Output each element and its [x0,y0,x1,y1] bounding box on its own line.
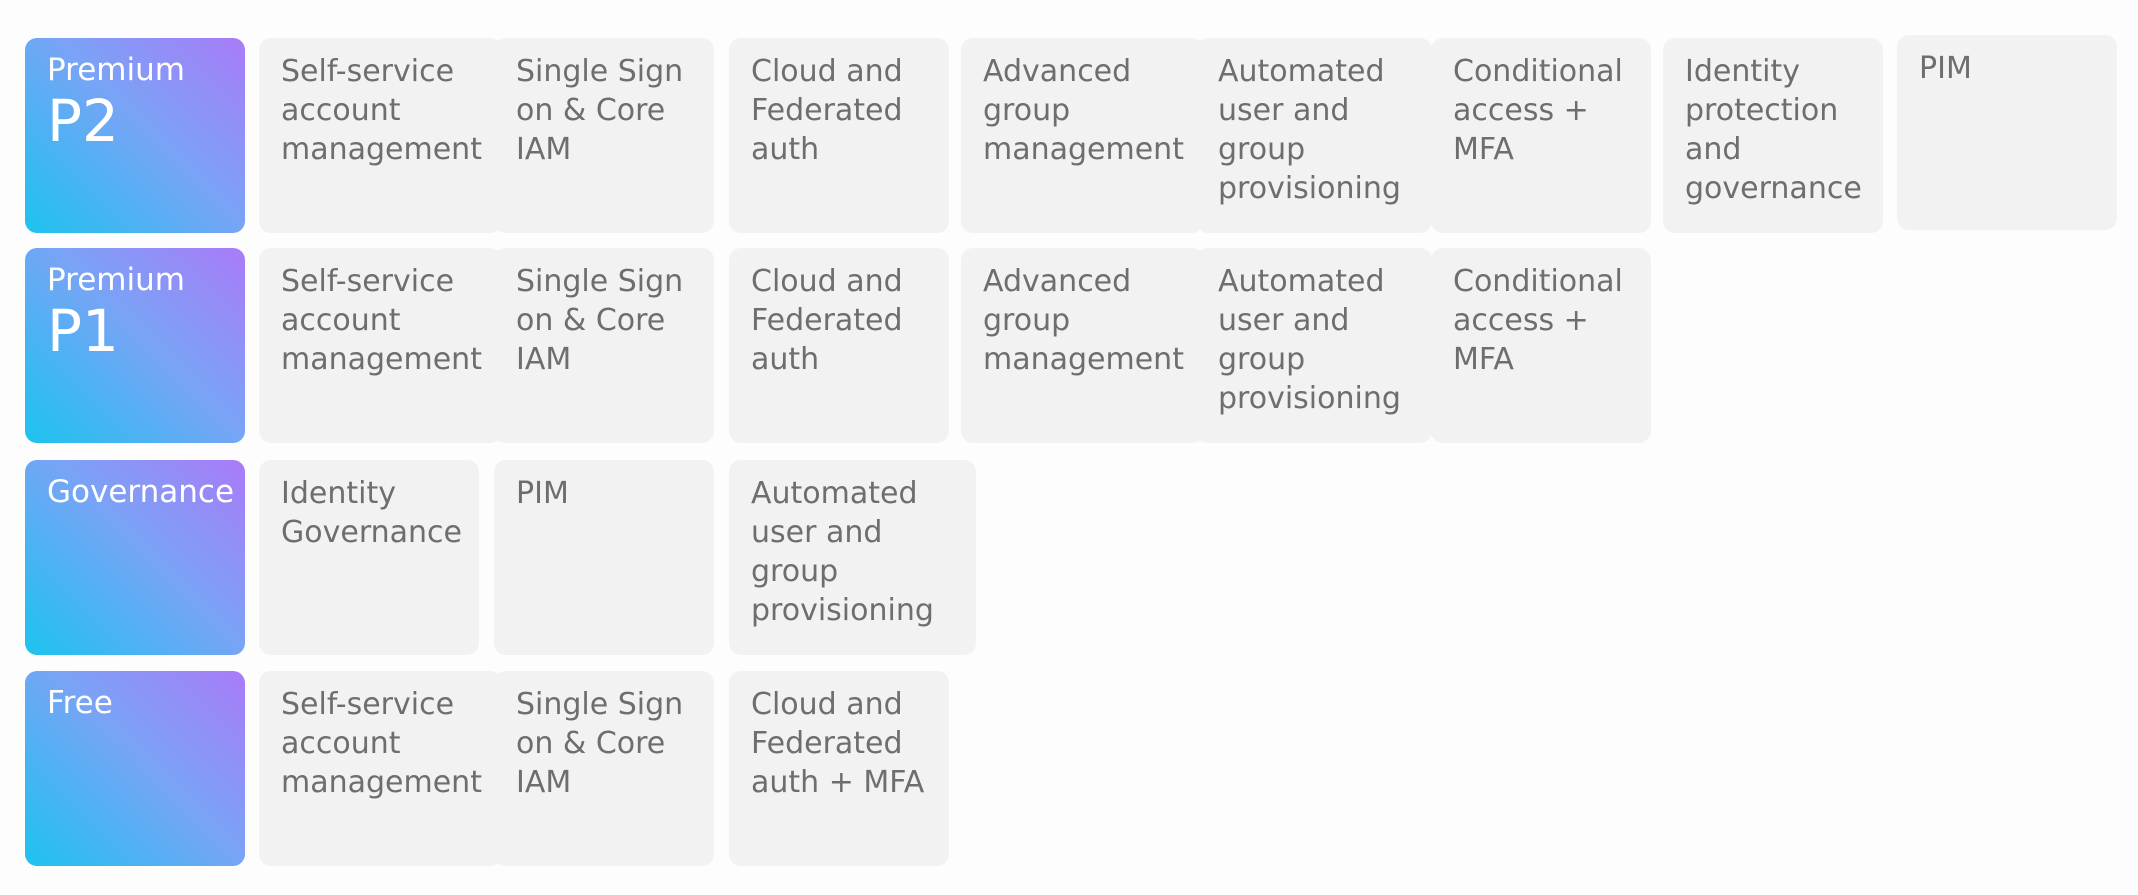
feature-self-service-account-management: Self-service account management [259,248,502,443]
feature-cloud-federated-auth-mfa: Cloud and Federated auth + MFA [729,671,949,866]
tier-name: Premium [47,262,185,298]
tier-level: P2 [47,87,119,155]
tier-name: Premium [47,52,185,88]
feature-cloud-federated-auth: Cloud and Federated auth [729,38,949,233]
tier-premium-p2: Premium P2 [25,38,245,233]
feature-identity-governance: Identity Governance [259,460,479,655]
feature-single-sign-on-core-iam: Single Sign on & Core IAM [494,38,714,233]
feature-pim: PIM [494,460,714,655]
feature-self-service-account-management: Self-service account management [259,671,502,866]
tier-name: Governance [47,474,235,510]
feature-self-service-account-management: Self-service account management [259,38,502,233]
feature-identity-protection-governance: Identity protection and governance [1663,38,1883,233]
feature-advanced-group-management: Advanced group management [961,38,1204,233]
tier-free: Free [25,671,245,866]
tier-level: P1 [47,297,119,365]
feature-single-sign-on-core-iam: Single Sign on & Core IAM [494,248,714,443]
feature-conditional-access-mfa: Conditional access + MFA [1431,38,1651,233]
feature-conditional-access-mfa: Conditional access + MFA [1431,248,1651,443]
feature-cloud-federated-auth: Cloud and Federated auth [729,248,949,443]
feature-advanced-group-management: Advanced group management [961,248,1204,443]
feature-pim: PIM [1897,35,2117,230]
feature-single-sign-on-core-iam: Single Sign on & Core IAM [494,671,714,866]
feature-automated-provisioning: Automated user and group provisioning [729,460,976,655]
tier-governance: Governance [25,460,245,655]
tier-name: Free [47,685,113,721]
feature-automated-provisioning: Automated user and group provisioning [1196,38,1432,233]
tier-premium-p1: Premium P1 [25,248,245,443]
feature-automated-provisioning: Automated user and group provisioning [1196,248,1432,443]
